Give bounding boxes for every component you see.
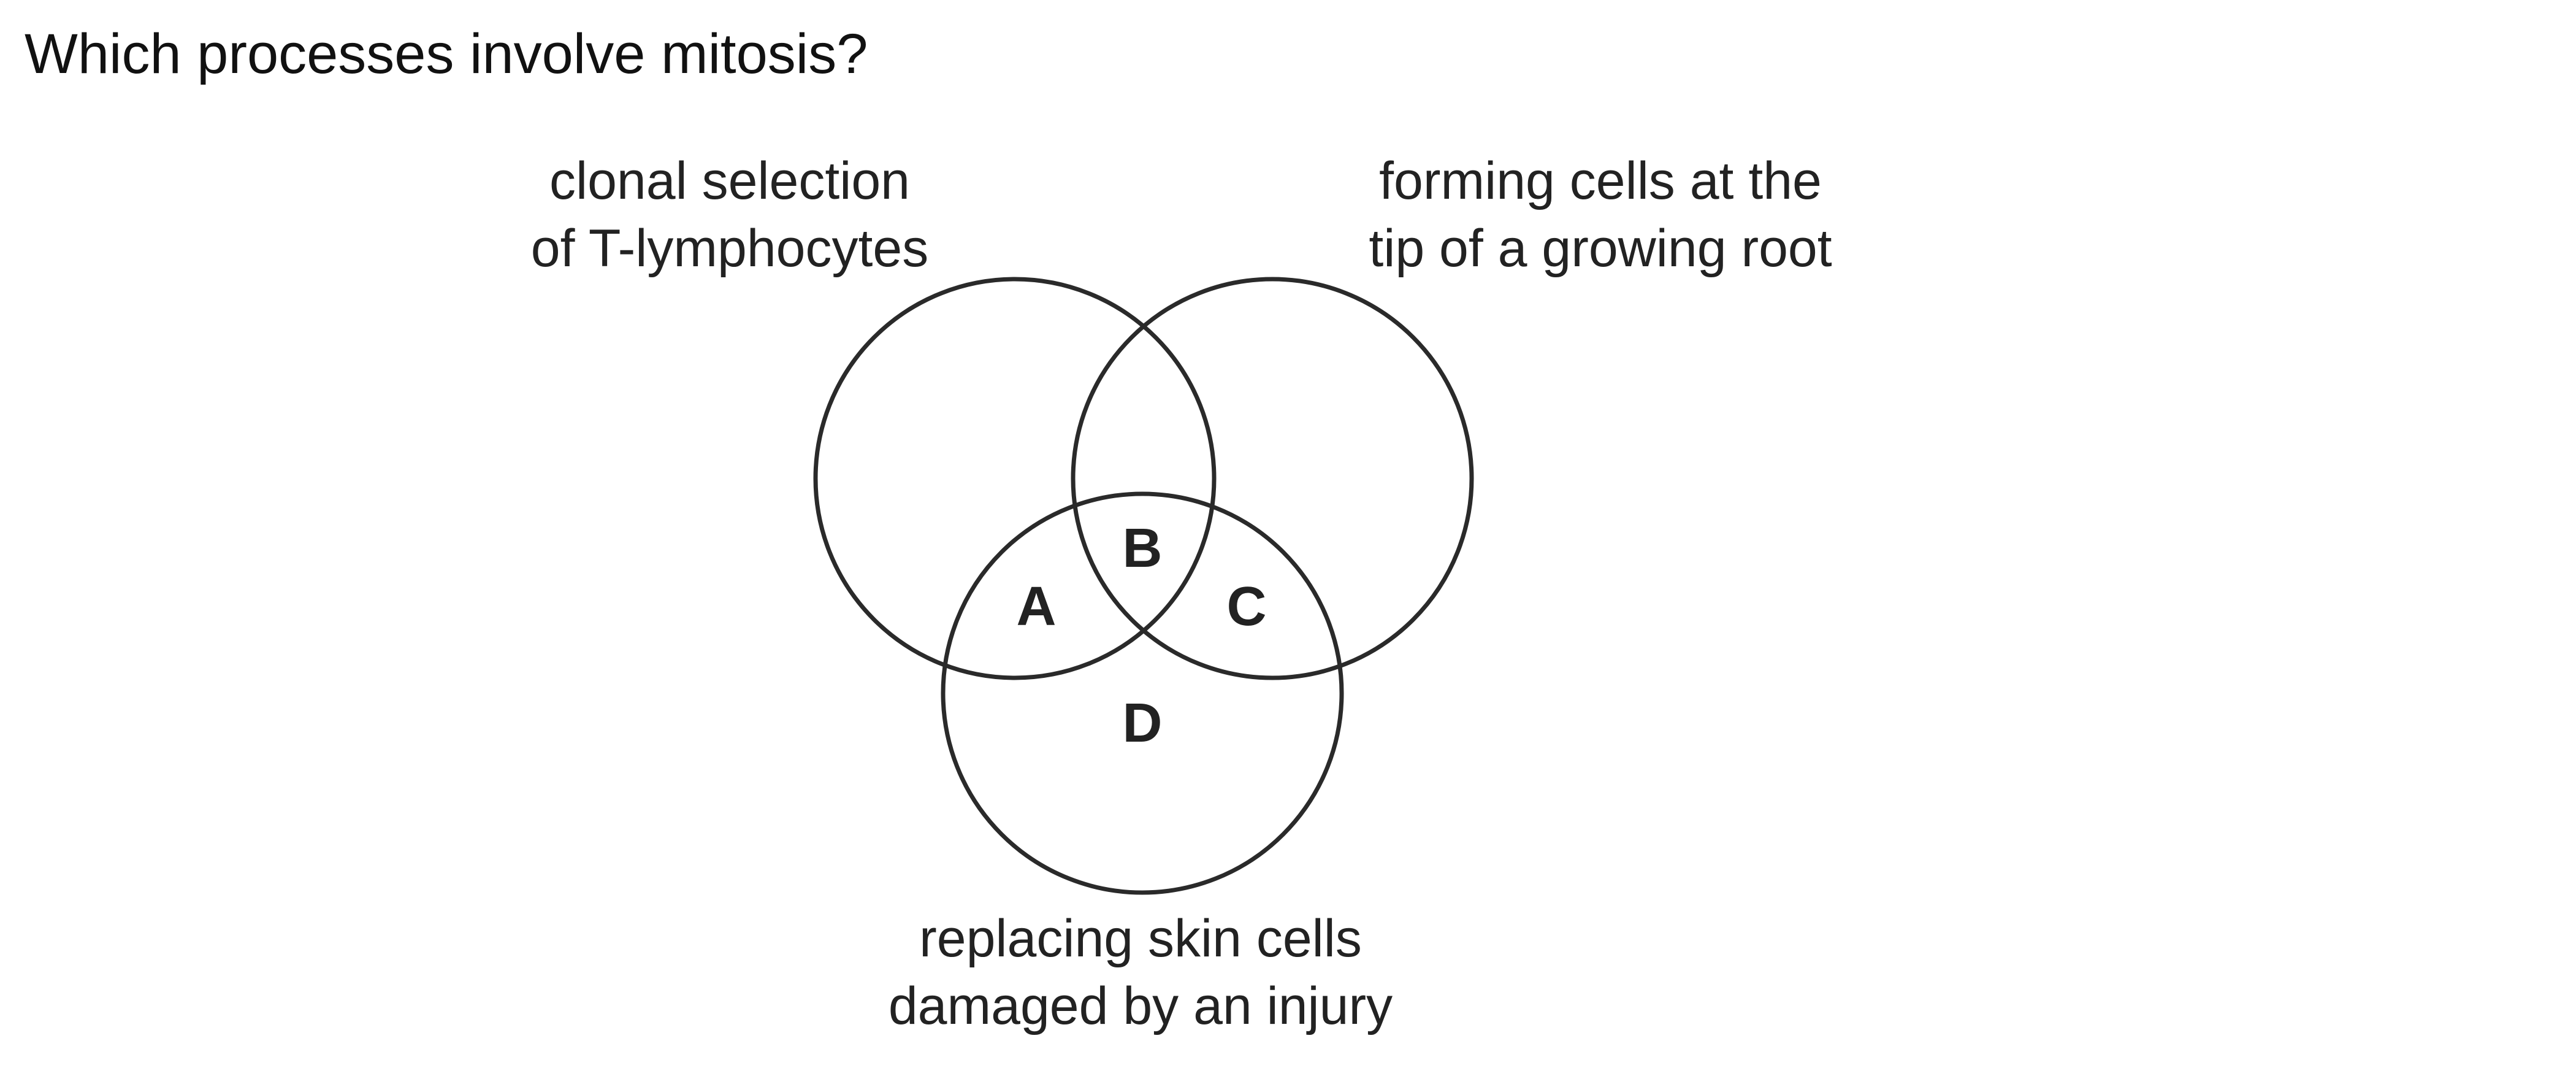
set-label-root-tip: forming cells at the tip of a growing ro… (1318, 147, 1882, 282)
set-label-clonal-selection: clonal selection of T-lymphocytes (478, 147, 981, 282)
set-label-right-line-2: tip of a growing root (1369, 219, 1832, 278)
region-label-b: B (1123, 518, 1163, 579)
set-label-left-line-2: of T-lymphocytes (530, 219, 929, 278)
region-label-d: D (1123, 693, 1163, 754)
set-label-right-line-1: forming cells at the (1379, 152, 1822, 210)
set-label-skin-repair: replacing skin cells damaged by an injur… (846, 905, 1435, 1040)
set-label-bottom-line-2: damaged by an injury (888, 977, 1393, 1036)
set-label-bottom-line-1: replacing skin cells (919, 909, 1362, 968)
region-label-a: A (1017, 576, 1057, 637)
question-text: Which processes involve mitosis? (25, 23, 868, 85)
circle-clonal-selection (813, 277, 1217, 680)
circle-skin-repair (941, 491, 1344, 895)
circle-root-tip (1071, 277, 1474, 680)
region-label-c: C (1227, 576, 1267, 637)
set-label-left-line-1: clonal selection (549, 152, 911, 210)
